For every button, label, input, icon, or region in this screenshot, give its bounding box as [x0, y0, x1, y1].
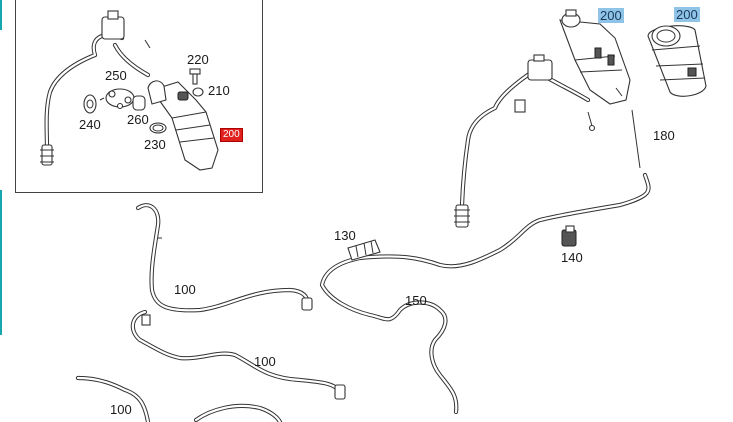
hose-100-upper: [135, 203, 313, 313]
inset-hose: [40, 10, 151, 166]
inset-reservoir: [147, 80, 219, 171]
part-240: [83, 94, 97, 114]
part-220: [189, 68, 201, 85]
left-edge-bar-top: [0, 0, 2, 30]
reservoir-right: [647, 25, 707, 97]
part-260: [132, 95, 146, 111]
line-150: [319, 172, 651, 415]
part-140: [561, 225, 577, 247]
part-130: [347, 239, 381, 261]
label-210: 210: [208, 83, 230, 98]
label-220: 220: [187, 52, 209, 67]
label-200-highlighted-red[interactable]: 200: [220, 128, 243, 142]
label-180: 180: [653, 128, 675, 143]
part-230: [149, 122, 167, 134]
label-100-lower: 100: [110, 402, 132, 417]
part-250: [99, 88, 135, 110]
reservoir-left: [559, 9, 631, 105]
label-260: 260: [127, 112, 149, 127]
left-edge-bar: [0, 190, 2, 335]
hose-100-lower: [75, 375, 283, 422]
hose-100-middle: [130, 309, 346, 400]
label-240: 240: [79, 117, 101, 132]
label-130: 130: [334, 228, 356, 243]
label-230: 230: [144, 137, 166, 152]
line-180: [587, 109, 641, 169]
label-140: 140: [561, 250, 583, 265]
label-250: 250: [105, 68, 127, 83]
label-200-highlighted-b[interactable]: 200: [674, 7, 700, 22]
part-210: [192, 87, 204, 97]
label-150: 150: [405, 293, 427, 308]
right-hose-assembly: [454, 54, 591, 228]
label-100-middle: 100: [254, 354, 276, 369]
detail-inset-frame: [15, 0, 263, 193]
label-200-highlighted-a[interactable]: 200: [598, 8, 624, 23]
label-100-upper: 100: [174, 282, 196, 297]
